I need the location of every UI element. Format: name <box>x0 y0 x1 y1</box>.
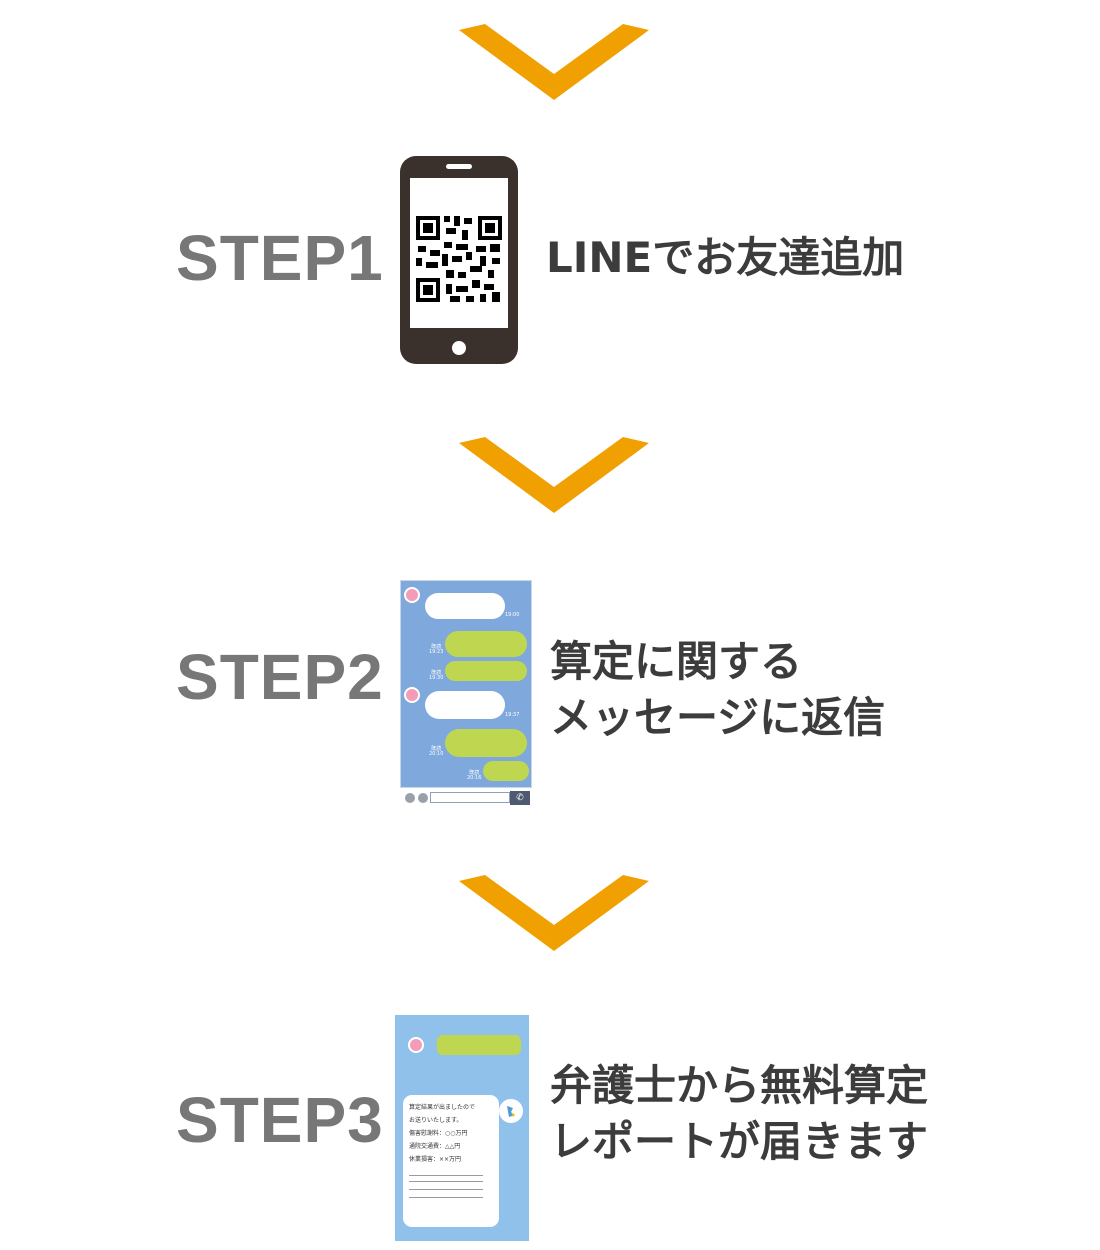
sent-bubble <box>445 729 527 757</box>
divider <box>409 1197 483 1198</box>
step-2-text-line-2: メッセージに返信 <box>550 693 886 742</box>
report-line: 傷害慰謝料：○○万円 <box>409 1130 468 1137</box>
sent-bubble <box>437 1035 521 1055</box>
step-1-text: LINEでお友達追加 <box>546 230 904 286</box>
message-time: 19:00 <box>505 612 520 618</box>
step-2-label: STEP2 <box>176 641 384 713</box>
step-3-text-line-2: レポートが届きます <box>550 1117 929 1166</box>
divider <box>409 1189 483 1190</box>
avatar <box>404 587 420 603</box>
emoji-icon <box>418 793 428 803</box>
avatar <box>404 687 420 703</box>
sent-bubble <box>445 631 527 657</box>
step-1-label: STEP1 <box>176 222 384 294</box>
sent-bubble <box>483 761 529 781</box>
smartphone-qr-code-icon <box>400 156 518 364</box>
camera-icon <box>405 793 415 803</box>
report-line: 算定結果が出ましたので <box>409 1104 476 1111</box>
step-2-text: 算定に関する メッセージに返信 <box>550 634 885 746</box>
divider <box>409 1181 483 1182</box>
step-1-text-line: LINEでお友達追加 <box>546 233 905 282</box>
report-line: お送りいたします。 <box>409 1117 463 1124</box>
received-bubble <box>425 691 505 719</box>
report-line: 休業損害：××万円 <box>409 1156 462 1163</box>
step-3-text: 弁護士から無料算定 レポートが届きます <box>550 1058 928 1170</box>
bird-icon <box>507 1106 515 1117</box>
message-time: 19:37 <box>505 712 520 718</box>
chevron-down-icon <box>459 875 649 951</box>
report-card: 算定結果が出ましたので お送りいたします。 傷害慰謝料：○○万円 通院交通費：△… <box>403 1095 499 1227</box>
chat-input <box>430 792 510 803</box>
chevron-down-icon <box>459 437 649 513</box>
lawyer-avatar <box>499 1099 523 1123</box>
chevron-down-icon <box>459 24 649 100</box>
report-line: 通院交通費：△△円 <box>409 1143 461 1150</box>
phone-icon: ✆ <box>510 791 530 805</box>
report-screen-icon: 算定結果が出ましたので お送りいたします。 傷害慰謝料：○○万円 通院交通費：△… <box>395 1015 529 1241</box>
sent-bubble <box>445 661 527 681</box>
avatar <box>408 1037 424 1053</box>
step-3-label: STEP3 <box>176 1084 384 1156</box>
step-2-text-line-1: 算定に関する <box>550 637 803 686</box>
divider <box>409 1175 483 1176</box>
step-3-text-line-1: 弁護士から無料算定 <box>550 1061 929 1110</box>
received-bubble <box>425 593 505 619</box>
